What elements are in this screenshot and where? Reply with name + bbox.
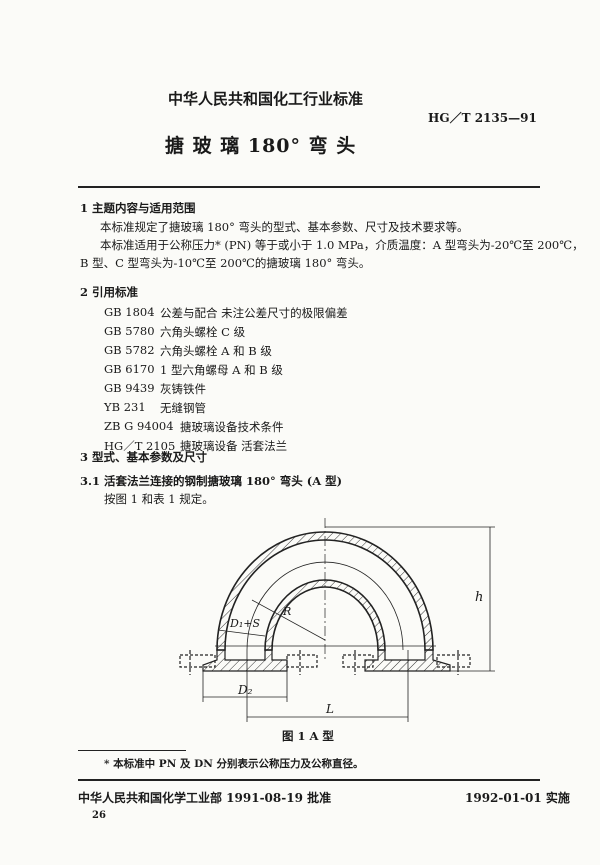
reference-code: YB 231	[104, 400, 146, 414]
radius-line	[251, 599, 326, 641]
section-3-1-heading: 3.1 活套法兰连接的钢制搪玻璃 180° 弯头 (A 型)	[80, 474, 343, 488]
reference-title: 无缝钢管	[160, 401, 206, 415]
reference-code: GB 5782	[104, 343, 155, 357]
diameter-line	[217, 629, 266, 637]
section-3-1-text: 按图 1 和表 1 规定。	[104, 492, 214, 506]
reference-code: GB 6170	[104, 362, 155, 376]
label-l: L	[326, 702, 334, 716]
reference-title: 公差与配合 未注公差尺寸的极限偏差	[160, 306, 348, 320]
section-2-heading: 2 引用标准	[80, 285, 139, 299]
header-rule	[78, 186, 540, 188]
page-number: 26	[92, 810, 106, 821]
reference-title: 1 型六角螺母 A 和 B 级	[160, 363, 283, 377]
figure-caption: 图 1 A 型	[282, 729, 334, 743]
approval-info: 中华人民共和国化学工业部 1991-08-19 批准	[78, 791, 332, 805]
document-title: 搪 玻 璃 180° 弯 头	[165, 135, 357, 157]
flanges	[179, 649, 471, 675]
label-d1-plus-s: D₁+S	[230, 617, 260, 630]
reference-title: 搪玻璃设备技术条件	[180, 420, 284, 434]
section-1-heading: 1 主题内容与适用范围	[80, 201, 196, 215]
reference-title: 六角头螺栓 C 级	[160, 325, 246, 339]
footnote-rule	[78, 750, 186, 751]
section-1-paragraph: 本标准规定了搪玻璃 180° 弯头的型式、基本参数、尺寸及技术要求等。	[100, 220, 469, 234]
section-1-paragraph: B 型、C 型弯头为-10℃至 200℃的搪玻璃 180° 弯头。	[80, 256, 371, 270]
reference-code: HG／T 2105	[104, 439, 176, 453]
section-3-heading: 3 型式、基本参数及尺寸	[80, 450, 208, 464]
reference-code: GB 1804	[104, 305, 155, 319]
implementation-date: 1992-01-01 实施	[465, 791, 570, 805]
label-r: R	[283, 605, 292, 618]
org-standard: 中华人民共和国化工行业标准	[168, 90, 364, 108]
reference-title: 六角头螺栓 A 和 B 级	[160, 344, 272, 358]
reference-code: GB 9439	[104, 381, 155, 395]
footer-rule	[78, 779, 540, 781]
label-h: h	[475, 590, 484, 605]
standard-code: HG／T 2135—91	[428, 111, 537, 125]
footnote: * 本标准中 PN 及 DN 分别表示公称压力及公称直径。	[104, 758, 364, 770]
label-d2: D₂	[238, 683, 253, 697]
reference-code: GB 5780	[104, 324, 155, 338]
reference-title: 灰铸铁件	[160, 382, 206, 396]
dimension-lines	[202, 526, 495, 722]
reference-title: 搪玻璃设备 活套法兰	[180, 439, 288, 453]
section-1-paragraph: 本标准适用于公称压力* (PN) 等于或小于 1.0 MPa，介质温度：A 型弯…	[100, 238, 584, 252]
reference-code: ZB G 94004	[104, 419, 174, 433]
